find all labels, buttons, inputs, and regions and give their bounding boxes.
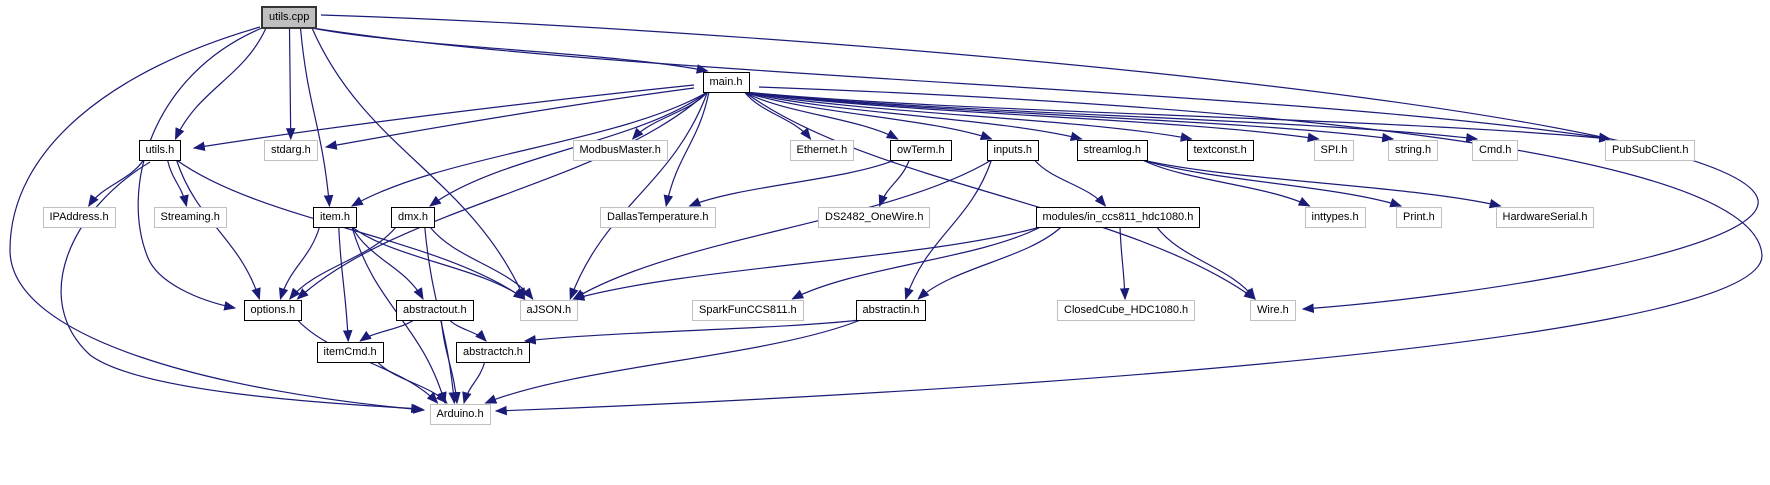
edge-inputs-to-abstractin [904,159,993,301]
edge-main-to-wire [744,91,1256,300]
node-inputs[interactable]: inputs.h [986,140,1040,161]
edge-main-to-options [296,91,708,300]
edge-utils_cpp-to-item [299,27,334,208]
edge-main-to-string [744,91,1395,143]
node-closedcube: ClosedCube_HDC1080.h [1057,300,1196,321]
edge-utils_cpp-to-options [137,27,263,311]
node-streaming: Streaming.h [153,207,227,228]
edge-main-to-spi [744,91,1320,143]
node-ajson: aJSON.h [519,300,579,321]
node-string: string.h [1388,140,1439,161]
node-streamlog[interactable]: streamlog.h [1076,140,1148,161]
edge-item-to-options [278,226,321,301]
node-ipaddress: IPAddress.h [42,207,116,228]
edge-main-to-ethernet [744,91,812,140]
node-abstractout[interactable]: abstractout.h [396,300,474,321]
node-ds2482: DS2482_OneWire.h [818,207,931,228]
node-print: Print.h [1396,207,1442,228]
node-itemcmd[interactable]: itemCmd.h [316,342,384,363]
node-main[interactable]: main.h [702,72,750,93]
edge-utils_cpp-to-stdarg [285,27,296,141]
edge-inputs-to-modules [1034,159,1107,207]
edge-utils_h-to-ipaddress [88,159,145,208]
edge-utils_cpp-to-wire [320,14,1759,313]
node-hwserial: HardwareSerial.h [1495,207,1595,228]
edge-main-to-cmd [744,91,1479,143]
edge-modules-to-closedcube [1119,226,1130,301]
edge-utils_h-to-arduino [60,161,424,414]
edge-owterm-to-dallas [688,159,896,207]
node-abstractch[interactable]: abstractch.h [456,342,530,363]
edge-utils_cpp-to-utils_h [174,27,267,141]
node-sparkfun: SparkFunCCS811.h [692,300,804,321]
edge-modules-to-sparkfun [791,226,1041,300]
node-modbus: ModbusMaster.h [572,140,668,161]
edge-abstractout-to-itemcmd [359,319,415,342]
edge-main-to-pubsub [744,91,1612,143]
edge-utils_h-to-options [175,159,261,301]
edge-dmx-to-ajson [429,226,534,300]
edge-main-to-inputs [744,91,993,141]
edge-abstractin-to-abstractch [523,319,861,345]
edge-streamlog-to-print [1142,159,1403,208]
edge-utils_h-to-ajson [176,159,526,300]
edge-abstractout-to-abstractch [449,319,487,342]
edge-utils_cpp-to-ajson [311,27,526,301]
edge-modules-to-ajson [572,226,1041,301]
node-spi: SPI.h [1313,140,1355,161]
node-wire: Wire.h [1250,300,1296,321]
edge-utils_cpp-to-pubsub [311,27,1612,143]
node-dmx[interactable]: dmx.h [391,207,435,228]
node-abstractin[interactable]: abstractin.h [855,300,927,321]
edge-streamlog-to-hwserial [1142,159,1502,209]
edge-abstractout-to-arduino [440,319,461,405]
edge-item-to-itemcmd [338,226,353,343]
node-item[interactable]: item.h [313,207,357,228]
edge-modules-to-abstractin [917,226,1062,300]
node-modules[interactable]: modules/in_ccs811_hdc1080.h [1035,207,1201,228]
edge-main-to-item [350,91,708,207]
node-arduino: Arduino.h [429,404,491,425]
node-utils_h[interactable]: utils.h [138,140,182,161]
node-owterm[interactable]: owTerm.h [890,140,952,161]
edge-utils_cpp-to-main [311,27,709,74]
edge-streamlog-to-inttypes [1142,159,1311,207]
edge-main-to-textconst [744,91,1193,142]
edge-inputs-to-ajson [572,159,992,300]
node-inttypes: inttypes.h [1304,207,1366,228]
node-dallas: DallasTemperature.h [600,207,716,228]
edge-item-to-abstractout [351,226,424,301]
edge-modules-to-wire [1156,226,1256,300]
edge-item-to-ajson [351,226,526,300]
node-pubsub: PubSubClient.h [1605,140,1696,161]
node-options[interactable]: options.h [243,300,303,321]
edge-main-to-owterm [744,91,899,140]
edge-dmx-to-options [289,226,397,300]
edge-main-to-dallas [663,91,710,208]
edge-main-to-dmx [429,91,708,207]
node-stdarg: stdarg.h [264,140,318,161]
edge-main-to-ajson [569,91,709,301]
edge-abstractin-to-arduino [484,319,861,404]
edge-utils_cpp-to-arduino [9,26,426,414]
edge-abstractch-to-arduino [462,361,486,405]
edge-main-to-stdarg [324,87,695,150]
edge-utils_h-to-streaming [166,159,189,208]
edge-owterm-to-ds2482 [878,159,910,208]
node-ethernet: Ethernet.h [789,140,855,161]
node-utils_cpp: utils.cpp [261,6,318,29]
node-cmd: Cmd.h [1472,140,1519,161]
edge-main-to-utils_h [192,84,695,152]
node-textconst[interactable]: textconst.h [1186,140,1254,161]
edge-main-to-streamlog [744,91,1083,142]
edge-main-to-arduino [494,86,1763,416]
